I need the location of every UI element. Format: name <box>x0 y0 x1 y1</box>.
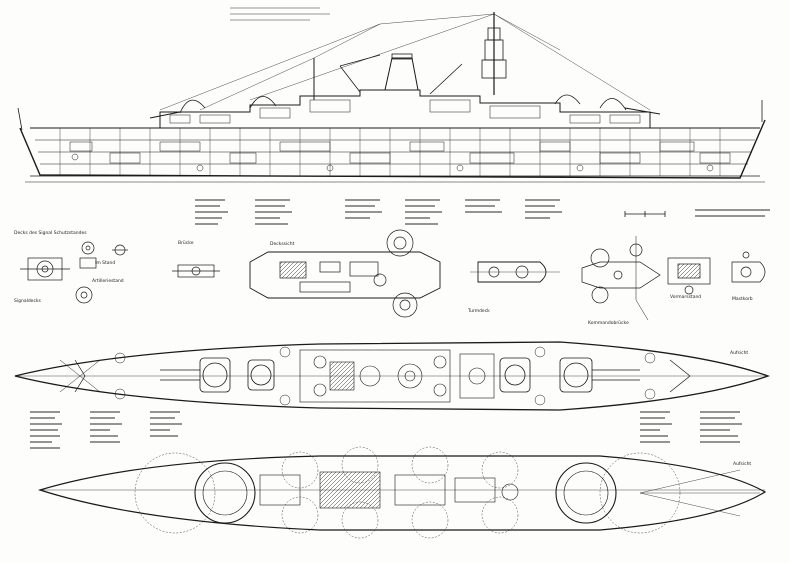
label-tower-deck: Turmdeck <box>468 309 490 314</box>
bridge-deck-plan <box>249 229 441 318</box>
bell-fitting <box>75 241 97 304</box>
label-bridge: Brücke <box>178 241 194 246</box>
label-signal-deck: Decks des Signal Schutzstandes <box>14 231 87 236</box>
mast-top-plan <box>731 251 766 283</box>
command-tower-plan <box>581 236 661 321</box>
signal-deck-detail <box>20 257 70 281</box>
label-signal-deck-short: Signaldecks <box>14 299 41 304</box>
upper-deck-plan <box>14 341 770 411</box>
label-upper-deck-view: Deckssicht <box>270 242 295 247</box>
side-profile-view <box>17 12 766 183</box>
small-fitting <box>112 244 128 256</box>
turret-deck-plan <box>470 261 560 283</box>
label-fore-top: Vormarsstand <box>670 295 702 300</box>
label-fire-control: Artilleriestand <box>92 279 124 284</box>
rangefinder-detail <box>172 264 220 278</box>
legend-lines <box>30 199 770 449</box>
label-im-stand: Im Stand <box>95 261 116 266</box>
label-mast-top: Mastkorb <box>732 297 753 302</box>
label-aufsicht: Aufsicht <box>730 351 749 356</box>
label-aufsicht-lower: Aufsicht <box>733 462 752 467</box>
foretop-plan <box>667 257 711 295</box>
scale-bar <box>624 211 666 217</box>
label-command-tower: Kommandobrücke <box>588 321 629 326</box>
lower-deck-plan <box>37 446 767 539</box>
detail-views <box>20 229 766 321</box>
sheet-header-text <box>230 7 330 21</box>
